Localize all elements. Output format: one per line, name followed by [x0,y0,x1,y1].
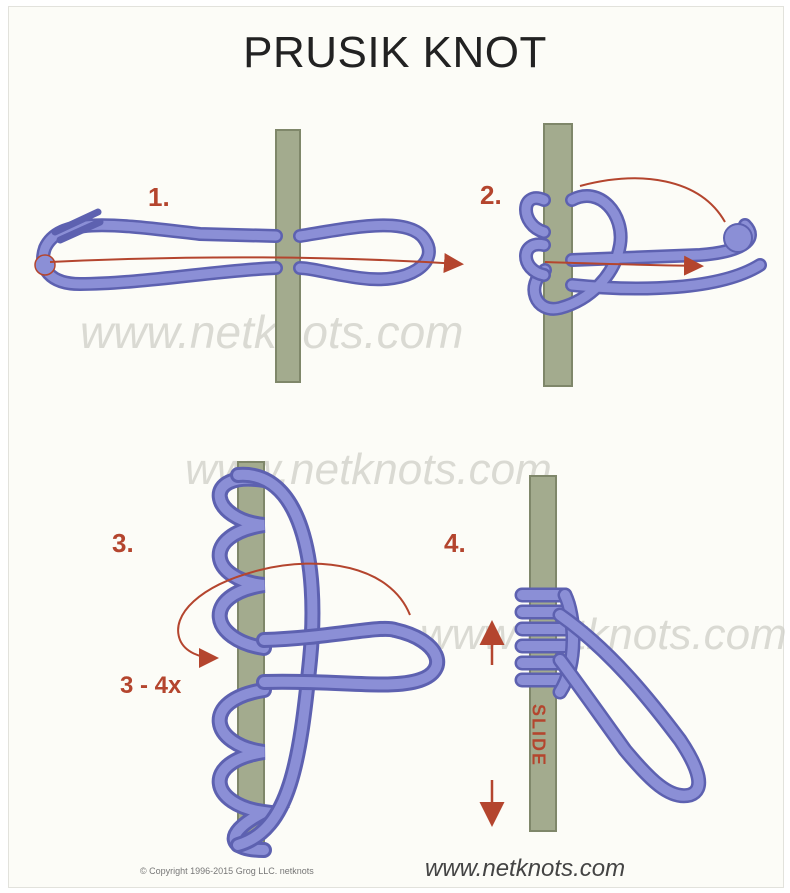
step-2-number: 2. [480,180,502,211]
step-3-number: 3. [112,528,134,559]
step-4-number: 4. [444,528,466,559]
step-2-illustration [526,124,760,386]
step-1-number: 1. [148,182,170,213]
step-3-wrap-count: 3 - 4x [120,672,181,700]
copyright-notice: © Copyright 1996-2015 Grog LLC. netknots [140,866,314,876]
step-4-rope-loop [560,615,699,796]
step-1-pole [276,130,300,382]
step-4-illustration [492,476,699,831]
step-3-illustration [178,462,437,850]
footer-site: www.netknots.com [425,855,625,883]
step-1-illustration [35,130,460,382]
step-1-rope-loop [43,225,429,284]
step-1-knot-end [35,255,55,275]
step-2-knot-end [724,224,752,252]
step-4-slide-label: SLIDE [528,676,549,796]
